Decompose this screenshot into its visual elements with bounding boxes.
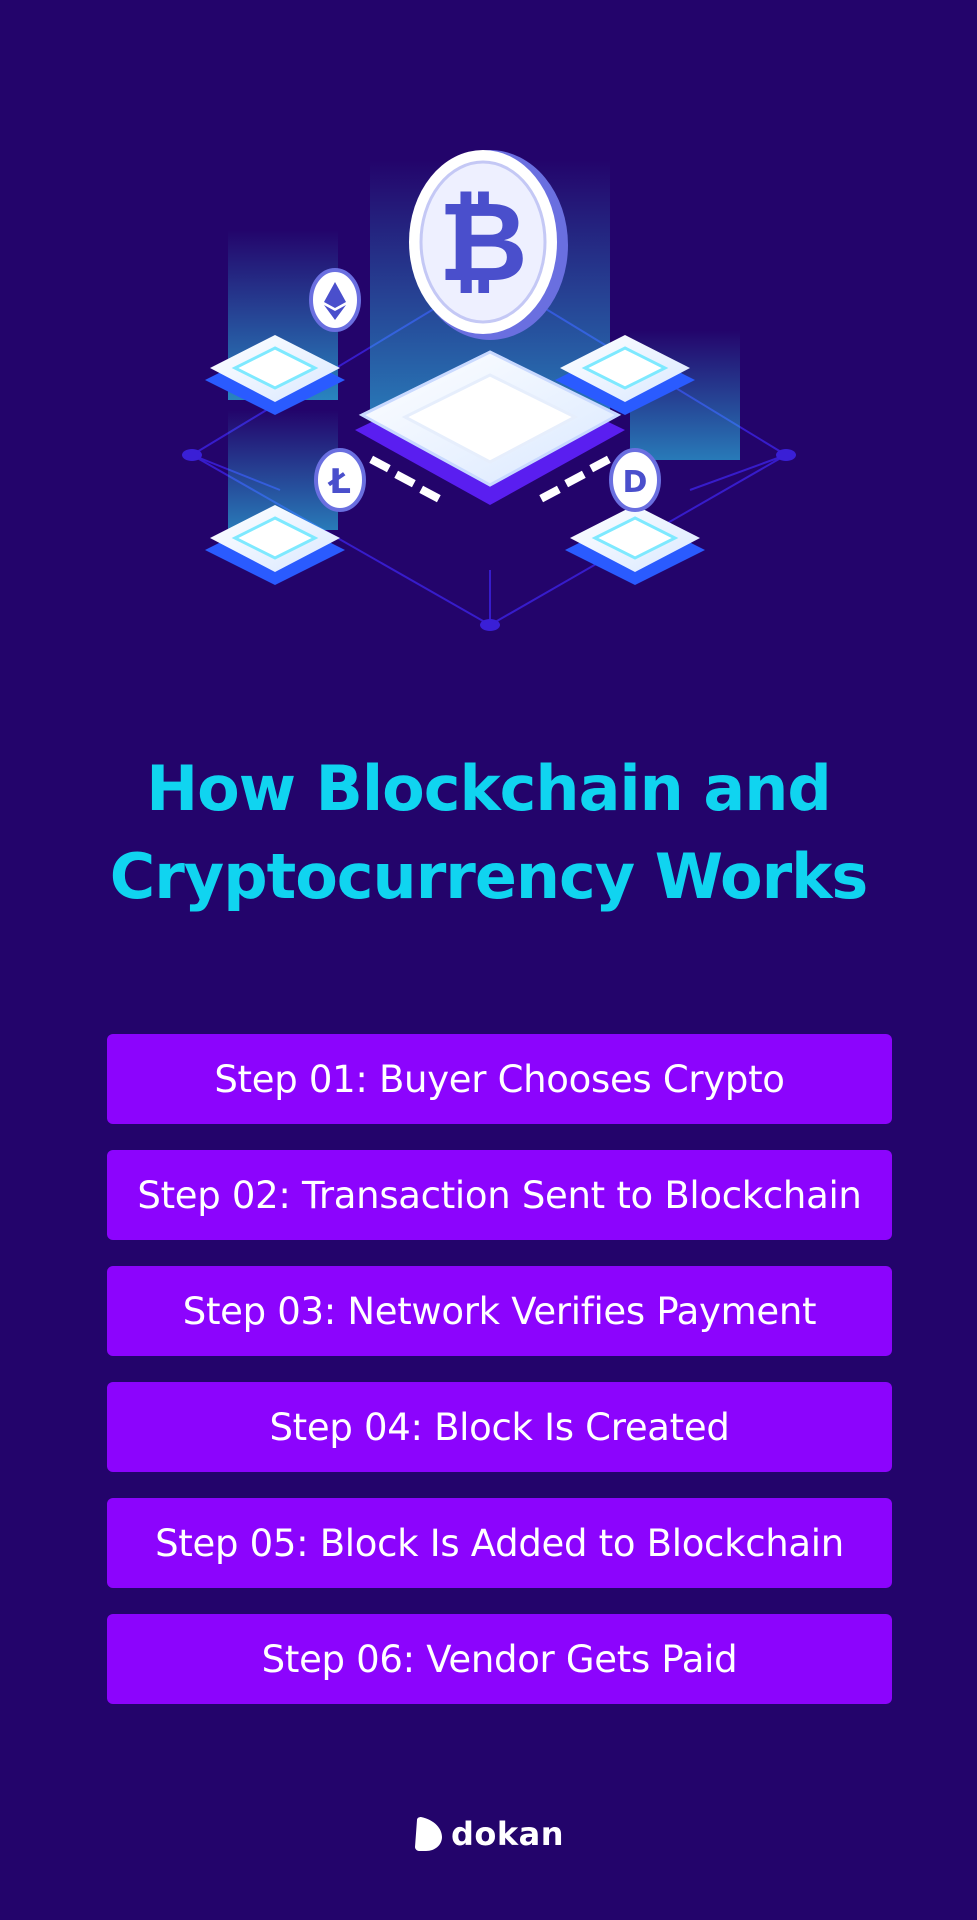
brand-footer: dokan bbox=[0, 1815, 977, 1853]
svg-text:₿: ₿ bbox=[438, 178, 528, 306]
dokan-logo-icon bbox=[414, 1817, 442, 1851]
small-chip-top-right bbox=[555, 335, 695, 415]
step-03: Step 03: Network Verifies Payment bbox=[107, 1266, 892, 1356]
title-line-1: How Blockchain and bbox=[146, 752, 832, 825]
title-line-2: Cryptocurrency Works bbox=[109, 840, 869, 913]
step-04: Step 04: Block Is Created bbox=[107, 1382, 892, 1472]
step-05: Step 05: Block Is Added to Blockchain bbox=[107, 1498, 892, 1588]
dash-icon: D bbox=[609, 448, 661, 512]
blockchain-illustration: ₿ Ł D bbox=[182, 150, 796, 631]
step-01: Step 01: Buyer Chooses Crypto bbox=[107, 1034, 892, 1124]
brand-name: dokan bbox=[450, 1815, 565, 1853]
hero-illustration: ₿ Ł D bbox=[150, 130, 830, 650]
small-chip-bottom-left bbox=[205, 505, 345, 585]
ethereum-icon bbox=[309, 268, 361, 332]
step-02: Step 02: Transaction Sent to Blockchain bbox=[107, 1150, 892, 1240]
page-title: How Blockchain and Cryptocurrency Works bbox=[0, 745, 977, 921]
main-chip bbox=[355, 350, 625, 505]
step-06: Step 06: Vendor Gets Paid bbox=[107, 1614, 892, 1704]
small-chip-bottom-right bbox=[565, 505, 705, 585]
small-chip-top-left bbox=[205, 335, 345, 415]
bitcoin-icon: ₿ bbox=[409, 150, 568, 340]
svg-text:Ł: Ł bbox=[327, 462, 351, 502]
svg-text:D: D bbox=[623, 465, 648, 500]
steps-list: Step 01: Buyer Chooses Crypto Step 02: T… bbox=[107, 1034, 892, 1730]
litecoin-icon: Ł bbox=[314, 448, 366, 512]
